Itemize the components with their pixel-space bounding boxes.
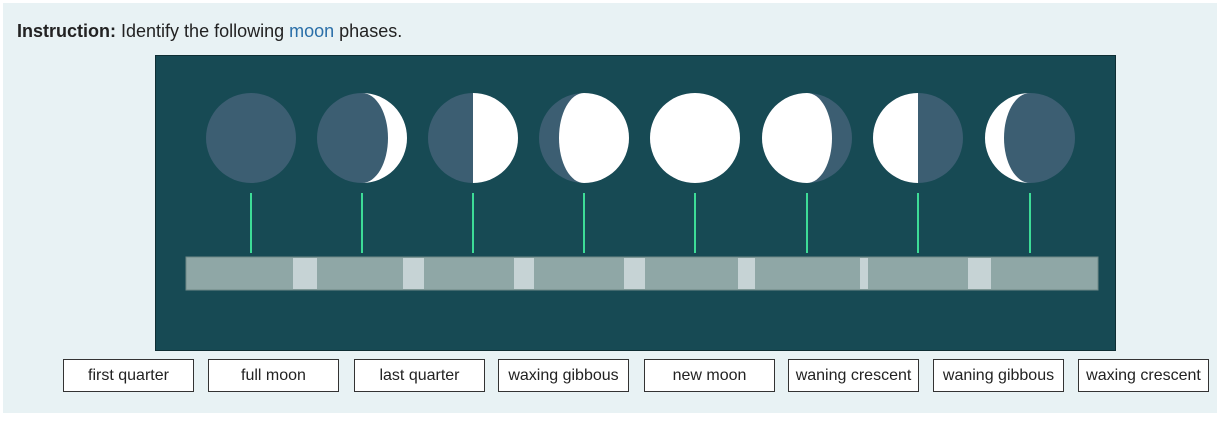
moon-phase-3-lit bbox=[473, 93, 518, 183]
moon-phase-svg bbox=[185, 93, 1099, 291]
moon-phase-2-disc bbox=[317, 93, 407, 183]
drop-slot-divider bbox=[514, 258, 534, 289]
drop-slot-divider bbox=[624, 258, 645, 289]
moon-phase-8-lit bbox=[985, 93, 1030, 183]
instruction-body: Identify the following bbox=[121, 21, 290, 41]
option-chip[interactable]: waxing crescent bbox=[1078, 359, 1209, 392]
instruction-text: Instruction: Identify the following moon… bbox=[17, 21, 402, 42]
option-chip[interactable]: last quarter bbox=[354, 359, 485, 392]
moon-phase-diagram bbox=[155, 55, 1116, 351]
instruction-tail: phases. bbox=[334, 21, 403, 41]
moon-phase-8-disc bbox=[985, 93, 1075, 183]
moon-phase-1-disc bbox=[206, 93, 296, 183]
moon-phase-6-lit bbox=[762, 93, 832, 183]
drop-slot-divider bbox=[860, 258, 868, 289]
option-chip[interactable]: new moon bbox=[644, 359, 775, 392]
moon-phase-2-lit bbox=[362, 93, 407, 183]
instruction-label: Instruction: bbox=[17, 21, 116, 41]
option-chip[interactable]: waning crescent bbox=[788, 359, 919, 392]
option-chip[interactable]: waning gibbous bbox=[933, 359, 1064, 392]
moon-link[interactable]: moon bbox=[289, 21, 335, 41]
drop-slot-divider bbox=[738, 258, 755, 289]
moon-phase-5-lit bbox=[650, 93, 740, 183]
drop-slot-divider bbox=[293, 258, 317, 289]
moon-phase-4-lit bbox=[559, 93, 629, 183]
option-chip[interactable]: first quarter bbox=[63, 359, 194, 392]
drop-slot-divider bbox=[403, 258, 424, 289]
option-chip[interactable]: waxing gibbous bbox=[498, 359, 629, 392]
moon-phase-7-lit bbox=[873, 93, 918, 183]
drop-slot-divider bbox=[968, 258, 991, 289]
option-chip[interactable]: full moon bbox=[208, 359, 339, 392]
